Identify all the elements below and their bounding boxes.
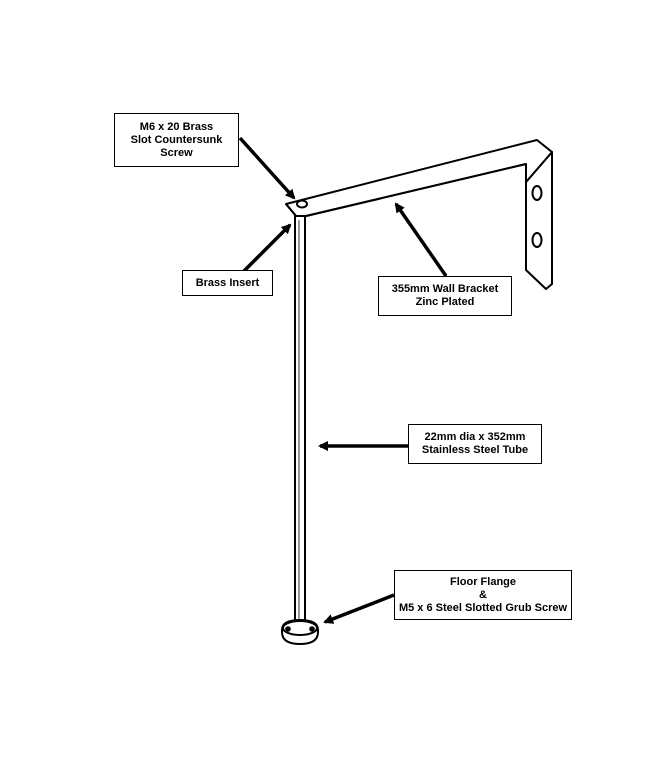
callout-bracket-line1: 355mm Wall Bracket — [391, 283, 499, 295]
wall-bracket — [285, 139, 553, 290]
insert-arrow — [241, 223, 292, 274]
leader-arrows — [238, 136, 448, 624]
callout-flange-line1: Floor Flange — [450, 575, 516, 588]
tube-body — [294, 215, 306, 627]
flange-hole-left — [285, 626, 291, 632]
bracket-arrow — [394, 202, 448, 277]
flange-arrow — [323, 593, 395, 624]
callout-brass-screw: M6 x 20 Brass Slot Countersunk Screw — [114, 113, 239, 167]
callout-steel-tube: 22mm dia x 352mm Stainless Steel Tube — [408, 424, 542, 464]
callout-screw-line1: M6 x 20 Brass — [139, 120, 214, 133]
bracket-hole-lower — [531, 232, 543, 248]
callout-screw-line2: Slot Countersunk — [130, 133, 223, 146]
callout-tube-line1: 22mm dia x 352mm — [424, 431, 526, 443]
callout-flange-line3: M5 x 6 Steel Slotted Grub Screw — [398, 601, 568, 614]
callout-wall-bracket: 355mm Wall Bracket Zinc Plated — [378, 276, 512, 316]
flange-top — [282, 620, 318, 636]
countersunk-screw-head — [296, 199, 308, 209]
floor-flange — [281, 618, 319, 646]
callout-flange-line2: & — [479, 588, 487, 601]
bracket-hole-upper — [531, 185, 543, 201]
callout-floor-flange: Floor Flange & M5 x 6 Steel Slotted Grub… — [394, 570, 572, 620]
bracket-arm — [285, 139, 553, 217]
callout-insert-line1: Brass Insert — [195, 276, 260, 289]
stainless-steel-tube — [294, 215, 306, 627]
callout-brass-insert: Brass Insert — [182, 270, 273, 296]
callout-screw-line3: Screw — [160, 146, 193, 159]
callout-bracket-line2: Zinc Plated — [415, 296, 475, 308]
screw-arrow — [238, 136, 296, 200]
flange-hole-right — [309, 626, 315, 632]
callout-tube-line2: Stainless Steel Tube — [421, 444, 529, 456]
